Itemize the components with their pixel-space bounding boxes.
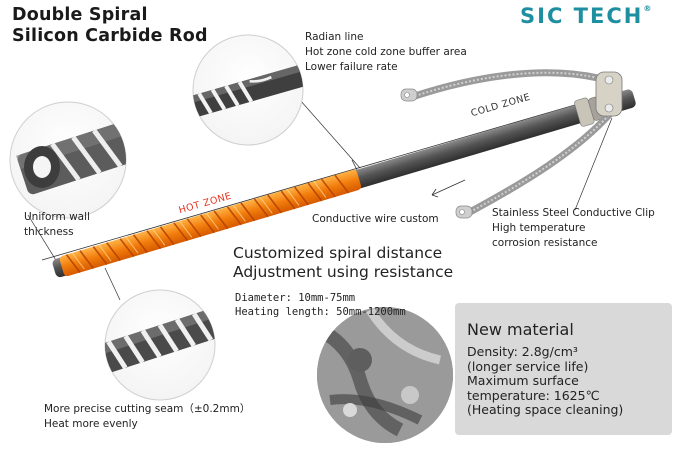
callout-line: Lower failure rate [305, 61, 398, 73]
callout-line: thickness [24, 226, 74, 238]
product-title: Double Spiral Silicon Carbide Rod [12, 5, 208, 47]
headline-line-1: Customized spiral distance [233, 244, 443, 262]
clip-pointer-line [574, 117, 613, 211]
callout-line: Hot zone cold zone buffer area [305, 46, 467, 58]
callout-line: Radian line [305, 31, 364, 43]
title-line-1: Double Spiral [12, 5, 148, 25]
material-panel [455, 303, 672, 435]
callout-line: More precise cutting seam（±0.2mm） [44, 403, 251, 415]
length-dimension-line [41, 99, 593, 261]
logo-registered-mark: ® [643, 4, 652, 13]
spec-diameter: Diameter: 10mm-75mm [235, 292, 356, 304]
specs: Diameter: 10mm-75mm Heating length: 50mm… [235, 291, 406, 319]
buffer-area-callout: Radian line Hot zone cold zone buffer ar… [305, 30, 467, 75]
material-properties: Density: 2.8g/cm³ (longer service life) … [467, 344, 624, 417]
callout-line: High temperature [492, 222, 586, 234]
callout-line: Stainless Steel Conductive Clip [492, 207, 655, 219]
callout-line: Uniform wall [24, 211, 90, 223]
cutting-seam-callout: More precise cutting seam（±0.2mm） Heat m… [44, 402, 250, 432]
logo-text: SIC TECH [520, 4, 644, 28]
headline: Customized spiral distance Adjustment us… [233, 244, 453, 282]
clip-callout: Stainless Steel Conductive Clip High tem… [492, 206, 655, 251]
title-line-2: Silicon Carbide Rod [12, 26, 208, 46]
spec-heating-length: Heating length: 50mm-1200mm [235, 306, 406, 318]
brand-logo: SIC TECH® [520, 4, 651, 28]
arrow-to-wire [431, 179, 466, 196]
material-title: New material [467, 320, 574, 339]
callout-line: Heat more evenly [44, 418, 138, 430]
stainless-steel-clip [595, 71, 623, 117]
wall-thickness-callout: Uniform wall thickness [24, 210, 90, 240]
headline-line-2: Adjustment using resistance [233, 263, 454, 281]
callout-line: corrosion resistance [492, 237, 598, 249]
conductive-wire-label: Conductive wire custom [312, 213, 439, 225]
